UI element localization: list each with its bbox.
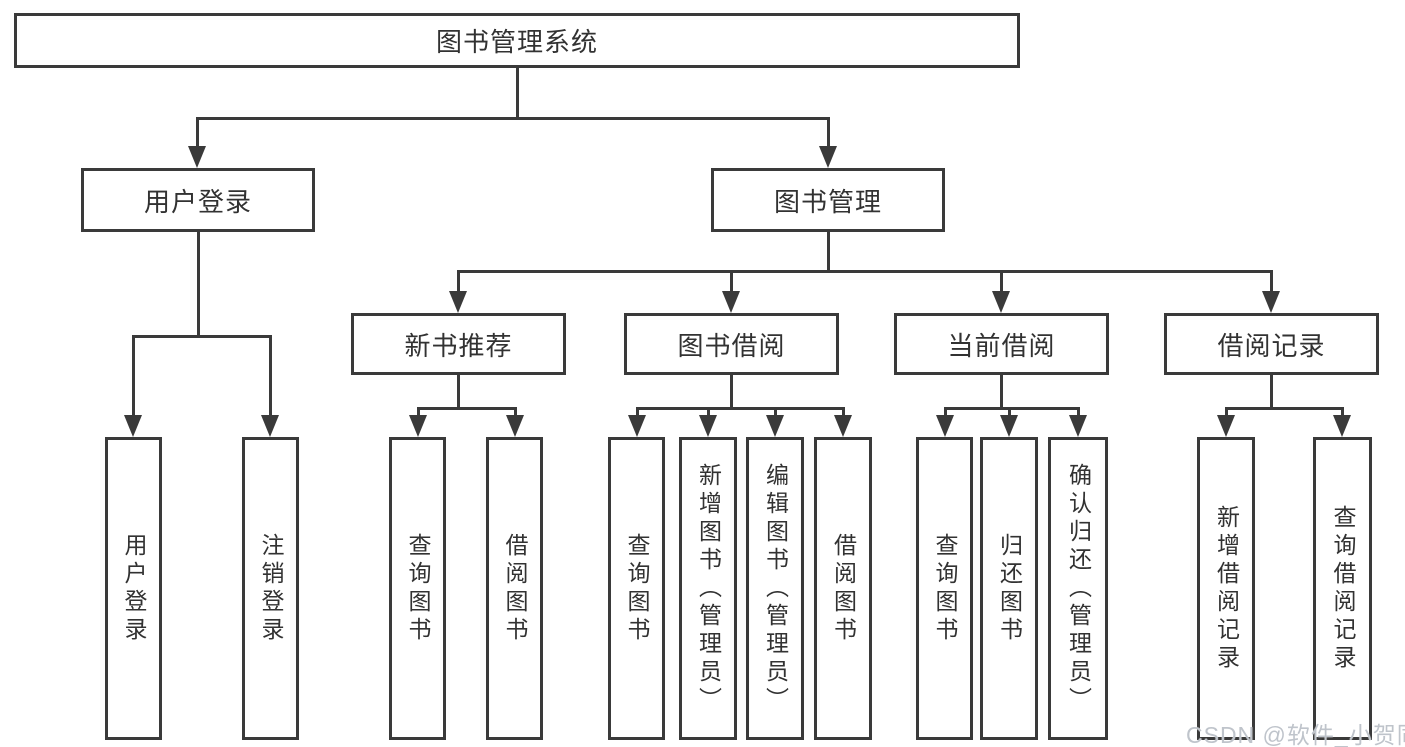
node-borrowing-records: 借阅记录 <box>1164 313 1379 375</box>
arrowhead-down <box>124 415 142 437</box>
connector-line <box>514 407 517 417</box>
connector-line <box>457 270 1273 273</box>
arrowhead-down <box>449 291 467 313</box>
node-label: 注销登录 <box>258 532 284 645</box>
arrowhead-down <box>188 146 206 168</box>
arrowhead-down <box>1262 291 1280 313</box>
connector-line <box>1270 270 1273 292</box>
arrowhead-down <box>699 415 717 437</box>
arrowhead-down <box>1217 415 1235 437</box>
arrowhead-down <box>409 415 427 437</box>
connector-line <box>730 270 733 292</box>
node-label: 确认归还（管理员） <box>1065 462 1092 715</box>
leaf-current-confirm-admin: 确认归还（管理员） <box>1048 437 1108 740</box>
node-book-management: 图书管理 <box>711 168 945 232</box>
connector-line <box>707 407 710 417</box>
connector-line <box>269 335 272 417</box>
connector-line <box>457 270 460 292</box>
node-current-borrowing: 当前借阅 <box>894 313 1109 375</box>
leaf-current-return: 归还图书 <box>980 437 1038 740</box>
connector-line <box>1077 407 1080 417</box>
node-new-book-recommend: 新书推荐 <box>351 313 566 375</box>
leaf-newbooks-borrow: 借阅图书 <box>486 437 543 740</box>
arrowhead-down <box>628 415 646 437</box>
leaf-borrowing-query: 查询图书 <box>608 437 665 740</box>
arrowhead-down <box>506 415 524 437</box>
leaf-logout: 注销登录 <box>242 437 299 740</box>
connector-line <box>516 68 519 119</box>
connector-line <box>1000 375 1003 409</box>
node-label: 借阅记录 <box>1217 330 1326 361</box>
leaf-borrowing-borrow: 借阅图书 <box>814 437 872 740</box>
arrowhead-down <box>936 415 954 437</box>
connector-line <box>774 407 777 417</box>
csdn-watermark: CSDN @软件_小贺同学 <box>1186 722 1405 747</box>
node-label: 新书推荐 <box>404 330 513 361</box>
connector-line <box>197 232 200 337</box>
leaf-borrowing-edit-admin: 编辑图书（管理员） <box>746 437 804 740</box>
arrowhead-down <box>766 415 784 437</box>
connector-line <box>1270 375 1273 409</box>
arrowhead-down <box>261 415 279 437</box>
connector-line <box>132 335 272 338</box>
node-user-login: 用户登录 <box>81 168 315 232</box>
node-label: 新增借阅记录 <box>1213 504 1240 673</box>
arrowhead-down <box>1000 415 1018 437</box>
node-label: 当前借阅 <box>947 330 1056 361</box>
node-label: 编辑图书（管理员） <box>762 462 789 715</box>
connector-line <box>944 407 947 417</box>
node-label: 借阅图书 <box>502 532 528 645</box>
connector-line <box>842 407 845 417</box>
node-label: 查询图书 <box>405 532 431 645</box>
node-label: 新增图书（管理员） <box>695 462 722 715</box>
connector-line <box>636 407 639 417</box>
arrowhead-down <box>819 146 837 168</box>
connector-line <box>417 407 420 417</box>
node-label: 图书管理系统 <box>435 27 598 57</box>
connector-line <box>417 407 517 410</box>
connector-line <box>827 232 830 272</box>
connector-line <box>944 407 1080 410</box>
connector-line <box>1008 407 1011 417</box>
arrowhead-down <box>992 291 1010 313</box>
node-library-management-system: 图书管理系统 <box>14 13 1020 68</box>
connector-line <box>730 375 733 409</box>
leaf-records-query: 查询借阅记录 <box>1313 437 1372 740</box>
connector-line <box>457 375 460 409</box>
connector-line <box>827 117 830 149</box>
arrowhead-down <box>1333 415 1351 437</box>
node-label: 用户登录 <box>121 532 147 645</box>
connector-line <box>196 117 199 149</box>
node-label: 图书借阅 <box>677 330 786 361</box>
leaf-records-add: 新增借阅记录 <box>1197 437 1255 740</box>
node-label: 借阅图书 <box>830 532 857 645</box>
node-label: 查询图书 <box>932 532 958 645</box>
node-label: 用户登录 <box>143 186 252 217</box>
node-label: 图书管理 <box>773 186 882 217</box>
connector-line <box>1000 270 1003 292</box>
connector-line <box>1341 407 1344 417</box>
leaf-borrowing-add-admin: 新增图书（管理员） <box>679 437 737 740</box>
leaf-newbooks-query: 查询图书 <box>389 437 446 740</box>
connector-line <box>636 407 845 410</box>
connector-line <box>132 335 135 417</box>
connector-line <box>1225 407 1228 417</box>
arrowhead-down <box>722 291 740 313</box>
node-label: 归还图书 <box>996 532 1023 645</box>
connector-line <box>1225 407 1344 410</box>
node-label: 查询图书 <box>624 532 650 645</box>
connector-line <box>196 117 829 120</box>
arrowhead-down <box>1069 415 1087 437</box>
node-label: 查询借阅记录 <box>1330 504 1356 673</box>
leaf-current-query: 查询图书 <box>916 437 973 740</box>
arrowhead-down <box>834 415 852 437</box>
node-book-borrowing: 图书借阅 <box>624 313 839 375</box>
leaf-user-login: 用户登录 <box>105 437 162 740</box>
